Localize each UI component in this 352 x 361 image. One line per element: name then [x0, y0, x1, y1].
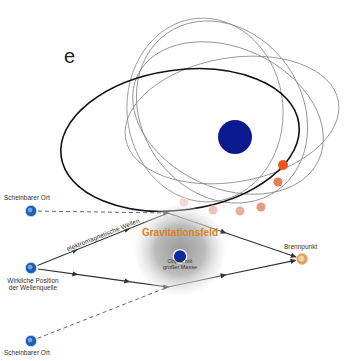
- node-label: Wirkliche Position der Wellenquelle: [2, 277, 64, 291]
- real-source: Wirkliche Position der Wellenquelle: [25, 262, 37, 274]
- node-shape: [25, 335, 37, 347]
- node-label: Objekt mit großer Masse: [163, 258, 197, 270]
- node-label: Scheinbarer Ort: [4, 194, 50, 201]
- apparent-source: Scheinbarer Ort: [25, 335, 37, 347]
- focal-point: Brennpunkt: [296, 253, 308, 265]
- sight-line: [38, 287, 169, 338]
- orbit-main: [51, 54, 308, 226]
- node-label: Brennpunkt: [284, 243, 317, 250]
- planet-positions: [180, 160, 289, 216]
- gravitational-field: GravitationsfeldObjekt mit großer Masse: [135, 205, 225, 295]
- node-shape: [135, 205, 225, 295]
- sun: [218, 120, 252, 154]
- node-label: Gravitationsfeld: [142, 227, 218, 238]
- sight-line: [38, 211, 168, 213]
- node-label: Scheinbarer Ort: [4, 349, 50, 356]
- node-shape: [25, 205, 37, 217]
- edge-label: elektromagnetische Wellen: [64, 216, 141, 252]
- apparent-source: Scheinbarer Ort: [25, 205, 37, 217]
- node-shape: [296, 253, 308, 265]
- cut-off-letter: e: [64, 45, 75, 67]
- node-shape: [25, 262, 37, 274]
